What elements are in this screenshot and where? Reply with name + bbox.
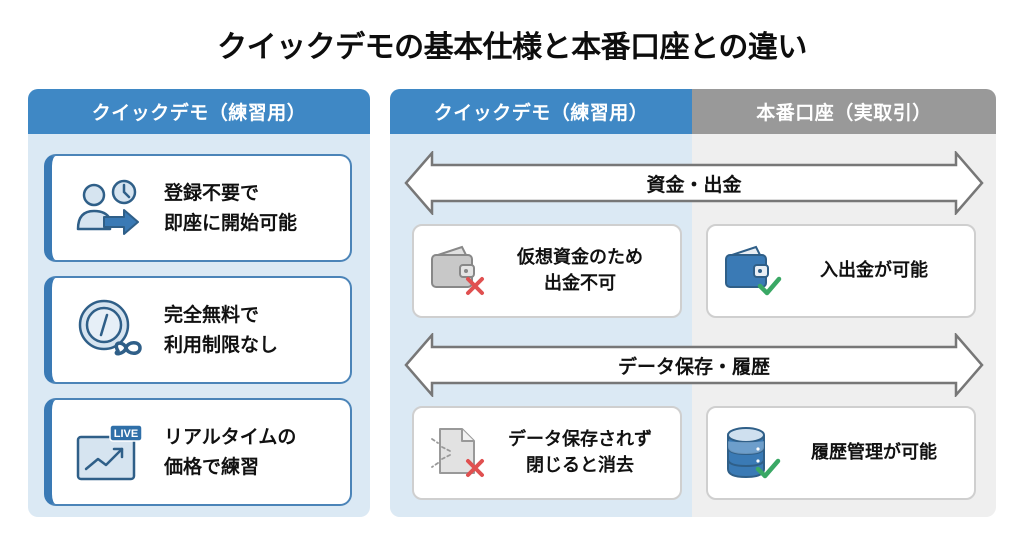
card-text-line1: 入出金が可能 — [820, 260, 928, 281]
coin-infinity-icon — [78, 299, 142, 356]
demo-data-card: データ保存されず 閉じると消去 — [412, 406, 682, 500]
card-text-line1: 仮想資金のため — [517, 247, 643, 268]
card-text-line1: データ保存されず — [508, 429, 652, 450]
feature-card-realtime-price: LIVE リアルタイムの 価格で練習 — [44, 398, 352, 506]
page-title: クイックデモの基本仕様と本番口座との違い — [217, 30, 807, 65]
card-text-line1: 履歴管理が可能 — [811, 442, 937, 463]
feature-text-line2: 利用制限なし — [164, 334, 279, 356]
wallet-x-icon — [431, 245, 484, 295]
feature-text-line1: 登録不要で — [164, 182, 260, 204]
live-badge: LIVE — [114, 428, 138, 440]
feature-card-no-registration: 登録不要で 即座に開始可能 — [44, 154, 352, 262]
file-x-icon — [431, 428, 484, 477]
demo-column-header: クイックデモ（練習用） — [390, 89, 692, 134]
section-arrow-data: データ保存・履歴 — [404, 333, 984, 397]
section-label: データ保存・履歴 — [617, 355, 770, 378]
double-arrow-icon — [404, 333, 984, 397]
section-label: 資金・出金 — [646, 173, 742, 196]
double-arrow-icon — [404, 151, 984, 215]
feature-text-line2: 即座に開始可能 — [164, 212, 298, 234]
live-data-card: 履歴管理が可能 — [706, 406, 976, 500]
section-arrow-funds: 資金・出金 — [404, 151, 984, 215]
comparison-panel: クイックデモ（練習用） 本番口座（実取引） 資金・出金 仮想資金のため 出金不可 — [390, 89, 996, 517]
demo-funds-card: 仮想資金のため 出金不可 — [412, 224, 682, 318]
feature-card-free-unlimited: 完全無料で 利用制限なし — [44, 276, 352, 384]
database-check-icon — [727, 427, 781, 479]
quick-demo-panel-header: クイックデモ（練習用） — [28, 89, 370, 134]
card-text-line2: 出金不可 — [544, 273, 616, 294]
quick-demo-features-panel: クイックデモ（練習用） 登録不要で 即座に開始可能 完全無料で 利用制限なし — [28, 89, 370, 517]
feature-text-line2: 価格で練習 — [164, 456, 260, 478]
card-text-line2: 閉じると消去 — [526, 455, 634, 476]
live-funds-card: 入出金が可能 — [706, 224, 976, 318]
live-chart-icon: LIVE — [76, 424, 143, 481]
live-column-header: 本番口座（実取引） — [692, 89, 996, 134]
user-clock-arrow-icon — [76, 179, 139, 235]
wallet-check-icon — [725, 245, 782, 296]
feature-text-line1: リアルタイムの — [164, 426, 297, 448]
feature-text-line1: 完全無料で — [164, 304, 260, 326]
